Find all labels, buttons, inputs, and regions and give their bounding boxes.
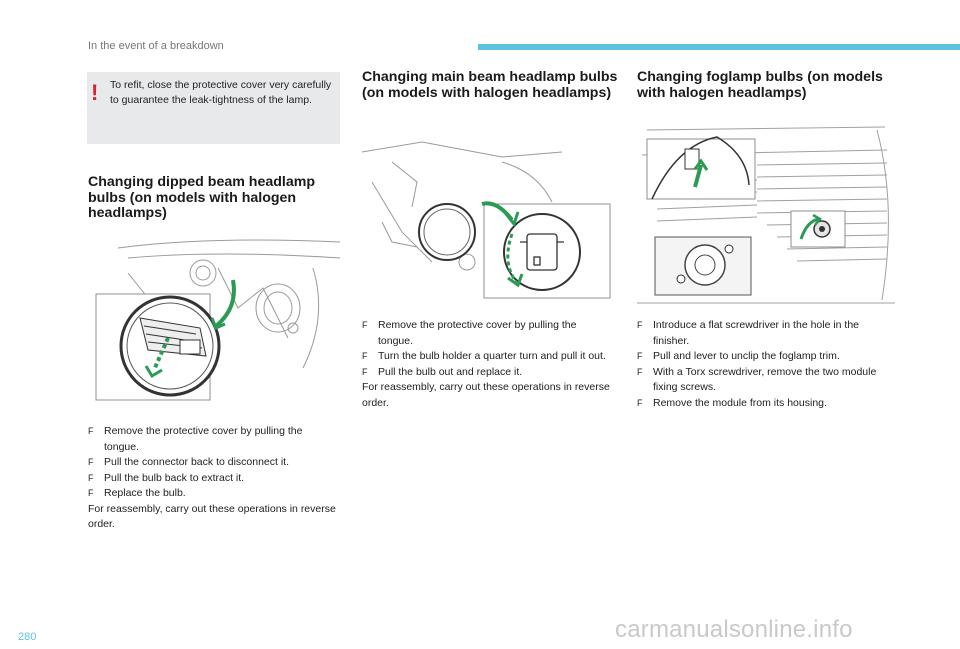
bullet-marker: F [88, 488, 94, 498]
bullet-marker: F [362, 366, 368, 377]
heading-dipped-beam: Changing dipped beam headlamp bulbs (on … [88, 174, 316, 221]
step-text: Remove the protective cover by pulling t… [104, 425, 303, 453]
list-item: F With a Torx screwdriver, remove the two… [637, 365, 887, 396]
watermark: carmanualsonline.info [615, 616, 853, 643]
list-item: F Pull and lever to unclip the foglamp tr… [637, 349, 887, 365]
step-text: Remove the module from its housing. [653, 396, 827, 409]
warning-text: To refit, close the protective cover ver… [110, 79, 332, 106]
list-item: F Turn the bulb holder a quarter turn and… [362, 349, 612, 365]
bullet-marker: F [362, 320, 368, 330]
step-text: Pull the connector back to disconnect it… [104, 456, 290, 468]
list-item: F Replace the bulb. [88, 486, 338, 502]
bullet-marker: F [637, 320, 643, 330]
dipped-beam-illustration [95, 239, 341, 401]
bullet-marker: F [88, 472, 94, 483]
step-text: Pull and lever to unclip the foglamp tri… [653, 350, 840, 362]
list-item: F Introduce a flat screwdriver in the hol… [637, 318, 887, 349]
step-text: Pull the bulb back to extract it. [104, 471, 245, 484]
bullet-marker: F [88, 457, 94, 467]
bullet-marker: F [637, 351, 643, 361]
list-item: F Remove the module from its housing. [637, 396, 887, 412]
bullet-marker: F [88, 426, 94, 436]
bullet-marker: F [637, 366, 643, 377]
foglamp-steps: F Introduce a flat screwdriver in the hol… [637, 318, 887, 411]
reassembly-note: For reassembly, carry out these operatio… [362, 381, 610, 409]
main-beam-illustration [361, 141, 611, 299]
dipped-beam-steps: F Remove the protective cover by pulling … [88, 424, 338, 533]
step-text: Replace the bulb. [104, 487, 186, 499]
step-text: Introduce a flat screwdriver in the hole… [653, 319, 860, 347]
list-item: F Pull the connector back to disconnect i… [88, 455, 338, 471]
warning-box [87, 72, 340, 144]
bullet-marker: F [362, 351, 368, 361]
step-text: Remove the protective cover by pulling t… [378, 319, 577, 347]
warning-icon: ! [91, 80, 99, 105]
bullet-marker: F [637, 397, 643, 408]
main-beam-steps: F Remove the protective cover by pulling … [362, 318, 612, 411]
page-number: 280 [18, 631, 37, 643]
step-text: Pull the bulb out and replace it. [378, 365, 523, 378]
foglamp-illustration [637, 126, 895, 304]
heading-main-beam: Changing main beam headlamp bulbs (on mo… [362, 69, 618, 101]
step-text: Turn the bulb holder a quarter turn and … [378, 350, 606, 362]
reassembly-note: For reassembly, carry out these operatio… [88, 502, 336, 531]
list-item: F Remove the protective cover by pulling … [88, 424, 338, 455]
heading-foglamp: Changing foglamp bulbs (on models with h… [637, 69, 883, 101]
step-text: With a Torx screwdriver, remove the two … [653, 365, 877, 394]
header-accent-rule [478, 44, 960, 50]
list-item: F Pull the bulb back to extract it. [88, 471, 338, 487]
list-item: F Remove the protective cover by pulling … [362, 318, 612, 349]
section-header-title: In the event of a breakdown [88, 40, 224, 52]
list-item: F Pull the bulb out and replace it. [362, 365, 612, 381]
